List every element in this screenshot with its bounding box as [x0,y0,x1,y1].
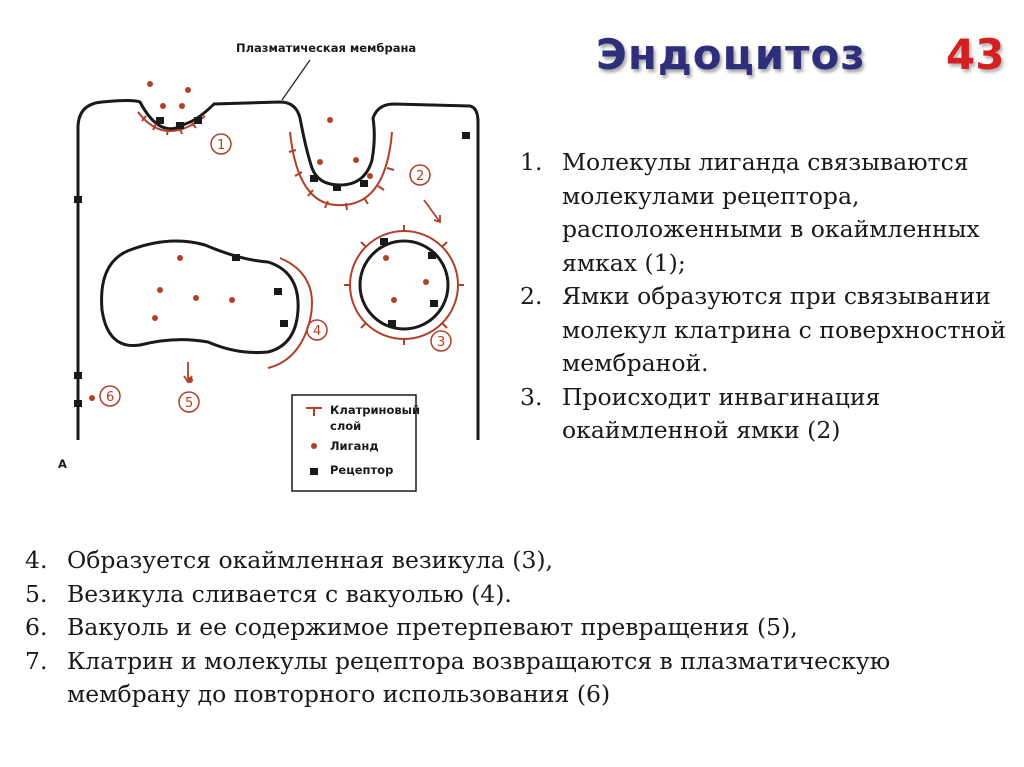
stage-markers [99,133,452,413]
legend-clathrin-line2: слой [330,419,361,433]
stage-marker-1: 1 [217,138,225,153]
list-item: 4.Образуется окаймленная везикула (3), [25,546,554,574]
list-item: 2.Ямки образуются при связывании молекул… [520,282,1006,377]
stage-marker-2: 2 [416,169,424,184]
legend-ligand: Лиганд [330,439,379,453]
membrane-label-pointer [281,59,311,101]
figure-letter: А [58,457,67,471]
slide-number: 43 [946,30,1005,79]
clathrin-coat-vesicle-3 [349,230,459,340]
stage-marker-4: 4 [313,324,321,339]
steps-list-bottom: 4.Образуется окаймленная везикула (3), 5… [25,544,1005,712]
clathrin-ticks-vesicle-3 [344,225,464,345]
steps-list-top: 1.Молекулы лиганда связываются молекулам… [520,146,1010,448]
slide-title: Эндоцитоз [596,30,866,79]
legend-receptor-symbol [310,468,318,475]
receptor-marks [74,117,470,407]
stage-marker-6: 6 [106,390,114,405]
legend-clathrin: Клатриновый [330,403,420,417]
endocytosis-diagram: 1 2 3 4 5 6 Плазматическая мембрана Клат… [58,41,480,492]
list-item: 6.Вакуоль и ее содержимое претерпевают п… [25,613,798,641]
clathrin-coat-vacuole-4 [267,257,313,369]
process-arrows [183,199,441,384]
list-item: 5.Везикула сливается с вакуолью (4). [25,579,512,608]
stage-marker-5: 5 [185,396,193,411]
list-item: 7.Клатрин и молекулы рецептора возвращаю… [25,646,891,709]
vesicle-3-membrane [358,239,450,331]
stage-marker-3: 3 [437,335,445,350]
plasma-membrane [76,99,480,440]
membrane-label: Плазматическая мембрана [236,41,416,55]
legend-receptor: Рецептор [330,463,393,477]
list-item: 3.Происходит инвагинация окаймленной ямк… [520,382,881,445]
vacuole-membrane [100,239,300,354]
list-item: 1.Молекулы лиганда связываются молекулам… [520,148,980,277]
legend-clathrin-symbol [306,407,322,416]
clathrin-coat-pit-2 [288,131,395,211]
ligand-dots [89,81,429,401]
legend-ligand-symbol [311,443,317,449]
